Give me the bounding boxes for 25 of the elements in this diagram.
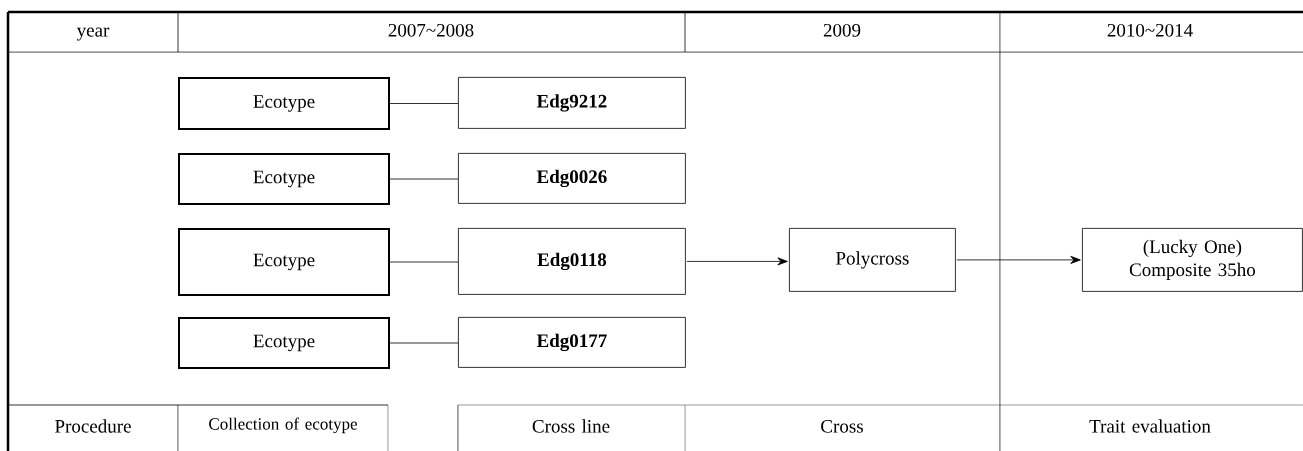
- process-box: Ecotype: [178, 317, 390, 369]
- column-header: 2010~2014: [1107, 23, 1193, 37]
- connector-line: [389, 103, 459, 104]
- procedure-text: Trait evaluation: [1089, 419, 1211, 433]
- process-box: Polycross: [789, 228, 956, 292]
- procedure-text: Cross line: [532, 419, 610, 433]
- connector-line: [389, 178, 459, 180]
- connector-line: [389, 261, 459, 263]
- connector-line: [389, 342, 459, 344]
- column-header: 2007~2008: [388, 23, 474, 37]
- column-header: 2009: [823, 23, 861, 37]
- process-box: Edg0026: [458, 153, 686, 204]
- column-header: year: [76, 27, 110, 41]
- process-box: Ecotype: [178, 228, 390, 296]
- process-box: Edg9212: [458, 77, 686, 129]
- process-box: (Lucky One) Composite 35ho: [1082, 228, 1303, 292]
- procedure-text: Collection of ecotype: [209, 417, 358, 434]
- arrow: [956, 255, 1081, 264]
- arrow: [686, 257, 788, 266]
- procedure-text: Cross: [821, 419, 863, 433]
- process-box: Ecotype: [178, 77, 390, 130]
- process-box: Ecotype: [178, 153, 390, 205]
- row-header: Procedure: [55, 419, 131, 433]
- process-box: Edg0177: [458, 317, 686, 368]
- process-box: Edg0118: [458, 228, 686, 295]
